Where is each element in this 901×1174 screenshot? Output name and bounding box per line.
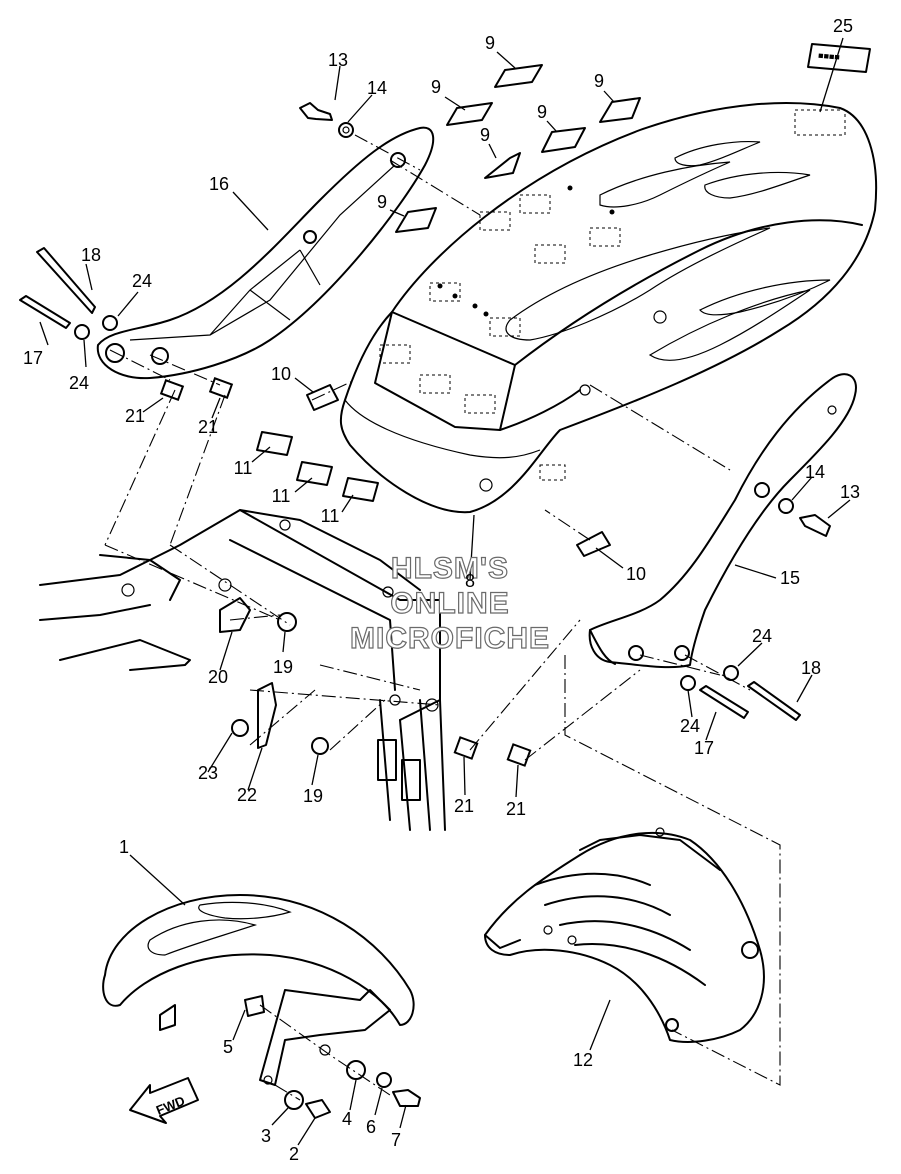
callout-9: 9 [431,77,441,97]
part-15-right-stay [588,373,857,669]
part-12-inner-fender [484,827,765,1051]
part-16-left-stay [96,126,435,380]
callout-4: 4 [342,1109,352,1129]
watermark-line-1: HLSM'S [391,552,509,585]
callout-17: 17 [694,738,714,758]
callout-21: 21 [506,799,526,819]
forward-direction-arrow: FWD [129,1077,199,1124]
callout-9: 9 [480,125,490,145]
callout-24: 24 [680,716,700,736]
callout-23: 23 [198,763,218,783]
watermark-line-3: MICROFICHE [350,622,550,655]
callout-20: 20 [208,667,228,687]
callout-numbers: 25 13 14 16 18 24 17 24 21 21 9 9 9 9 9 … [23,16,860,1164]
callout-18: 18 [801,658,821,678]
callout-24: 24 [132,271,152,291]
callout-2: 2 [289,1144,299,1164]
callout-24: 24 [69,373,89,393]
callout-9: 9 [377,192,387,212]
callout-18: 18 [81,245,101,265]
callout-12: 12 [573,1050,593,1070]
callout-13: 13 [840,482,860,502]
callout-1: 1 [119,837,129,857]
part-8-rear-fender [339,102,878,581]
callout-19: 19 [273,657,293,677]
callout-11: 11 [234,458,253,478]
callout-14: 14 [367,78,387,98]
svg-text:■■■■: ■■■■ [818,50,841,62]
callout-21: 21 [125,406,145,426]
callout-leaders [39,51,851,1146]
callout-11: 11 [321,506,340,526]
callout-8: 8 [465,571,475,591]
watermark: HLSM'S ONLINE MICROFICHE [349,551,550,655]
callout-13: 13 [328,50,348,70]
part-25-label: ■■■■ [807,37,871,113]
callout-10: 10 [271,364,291,384]
callout-9: 9 [485,33,495,53]
callout-21: 21 [198,417,218,437]
watermark-line-2: ONLINE [390,587,509,620]
frame-section [39,509,446,831]
callout-11: 11 [272,486,291,506]
part-1-front-fender [102,854,415,1086]
callout-9: 9 [594,71,604,91]
callout-10: 10 [626,564,646,584]
callout-14: 14 [805,462,825,482]
hardware [19,64,831,1119]
assembly-lines [104,134,781,1101]
callout-21: 21 [454,796,474,816]
callout-17: 17 [23,348,43,368]
callout-6: 6 [366,1117,376,1137]
callout-3: 3 [261,1126,271,1146]
callout-24: 24 [752,626,772,646]
fwd-label: FWD [154,1093,187,1118]
callout-5: 5 [223,1037,233,1057]
callout-7: 7 [391,1130,401,1150]
callout-15: 15 [780,568,800,588]
callout-22: 22 [237,785,257,805]
callout-25: 25 [833,16,853,36]
callout-9: 9 [537,102,547,122]
callout-16: 16 [209,174,229,194]
callout-19: 19 [303,786,323,806]
